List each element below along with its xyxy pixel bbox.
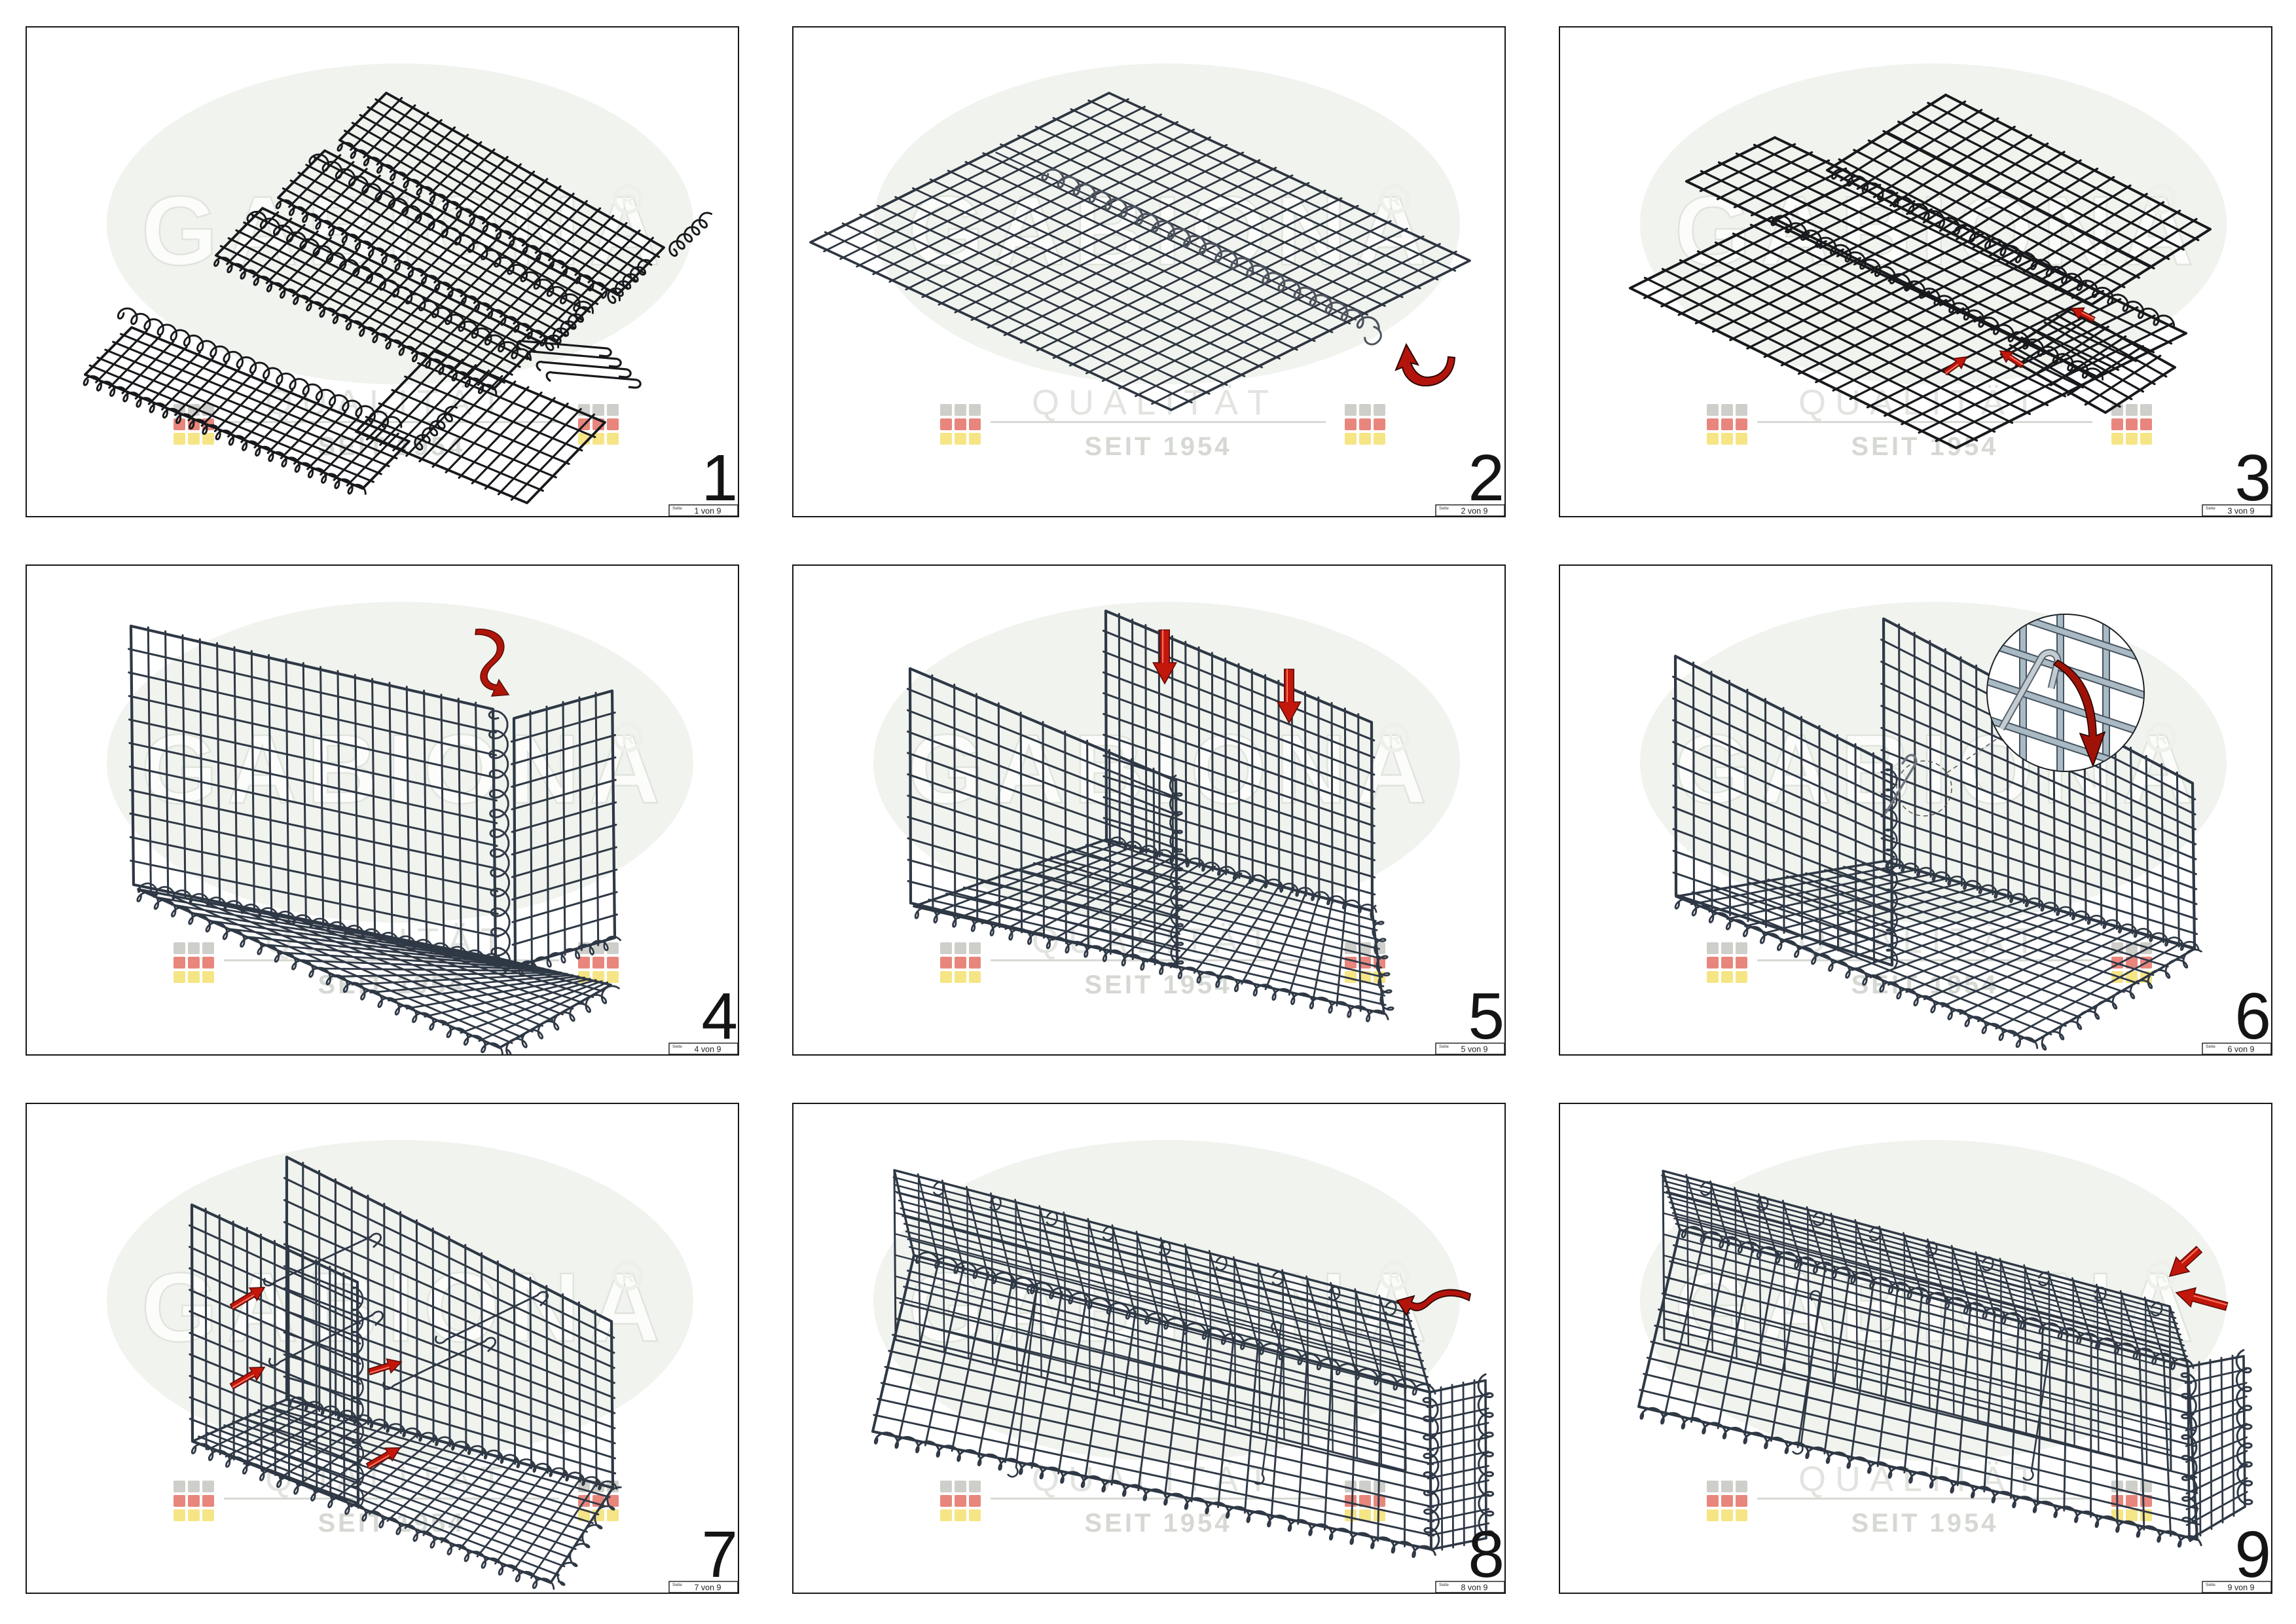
svg-text:GABIONA: GABIONA <box>141 175 669 286</box>
svg-text:4 von 9: 4 von 9 <box>694 1045 721 1054</box>
svg-text:Seite: Seite <box>2206 1044 2215 1049</box>
svg-text:1: 1 <box>701 441 738 515</box>
svg-text:2: 2 <box>1468 441 1504 515</box>
svg-text:8 von 9: 8 von 9 <box>1461 1583 1487 1593</box>
svg-text:6: 6 <box>2234 980 2271 1053</box>
svg-text:7: 7 <box>701 1518 738 1591</box>
svg-text:7 von 9: 7 von 9 <box>694 1583 721 1593</box>
svg-text:5: 5 <box>1468 980 1504 1053</box>
svg-text:SEIT 1954: SEIT 1954 <box>1084 1509 1231 1538</box>
svg-text:6 von 9: 6 von 9 <box>2227 1045 2254 1054</box>
svg-text:3 von 9: 3 von 9 <box>2227 507 2254 516</box>
svg-text:Seite: Seite <box>1439 506 1449 511</box>
svg-text:4: 4 <box>701 980 738 1053</box>
svg-text:R: R <box>1389 190 1401 210</box>
svg-text:Seite: Seite <box>1439 1583 1449 1587</box>
svg-text:R: R <box>1389 728 1401 748</box>
svg-text:Seite: Seite <box>672 1044 682 1049</box>
svg-text:R: R <box>2155 1266 2168 1286</box>
svg-text:SEIT 1954: SEIT 1954 <box>1084 432 1231 461</box>
svg-text:SEIT 1954: SEIT 1954 <box>1851 1509 1998 1538</box>
svg-text:R: R <box>622 1266 634 1286</box>
svg-text:R: R <box>1389 1266 1401 1286</box>
svg-text:GABIONA: GABIONA <box>908 714 1436 824</box>
svg-text:R: R <box>2155 728 2168 748</box>
svg-text:GABIONA: GABIONA <box>141 714 669 824</box>
svg-text:1 von 9: 1 von 9 <box>694 507 721 516</box>
svg-text:9: 9 <box>2234 1518 2271 1591</box>
svg-text:8: 8 <box>1468 1518 1504 1591</box>
svg-text:2 von 9: 2 von 9 <box>1461 507 1487 516</box>
svg-text:Seite: Seite <box>1439 1044 1449 1049</box>
svg-text:Seite: Seite <box>2206 506 2215 511</box>
svg-text:Seite: Seite <box>672 506 682 511</box>
svg-text:R: R <box>622 190 634 210</box>
svg-text:R: R <box>622 728 634 748</box>
svg-text:Seite: Seite <box>672 1583 682 1587</box>
svg-text:SEIT 1954: SEIT 1954 <box>318 1509 465 1538</box>
svg-text:3: 3 <box>2234 441 2271 515</box>
svg-text:9 von 9: 9 von 9 <box>2227 1583 2254 1593</box>
svg-text:Seite: Seite <box>2206 1583 2215 1587</box>
svg-text:5 von 9: 5 von 9 <box>1461 1045 1487 1054</box>
svg-text:SEIT 1954: SEIT 1954 <box>1084 970 1231 999</box>
